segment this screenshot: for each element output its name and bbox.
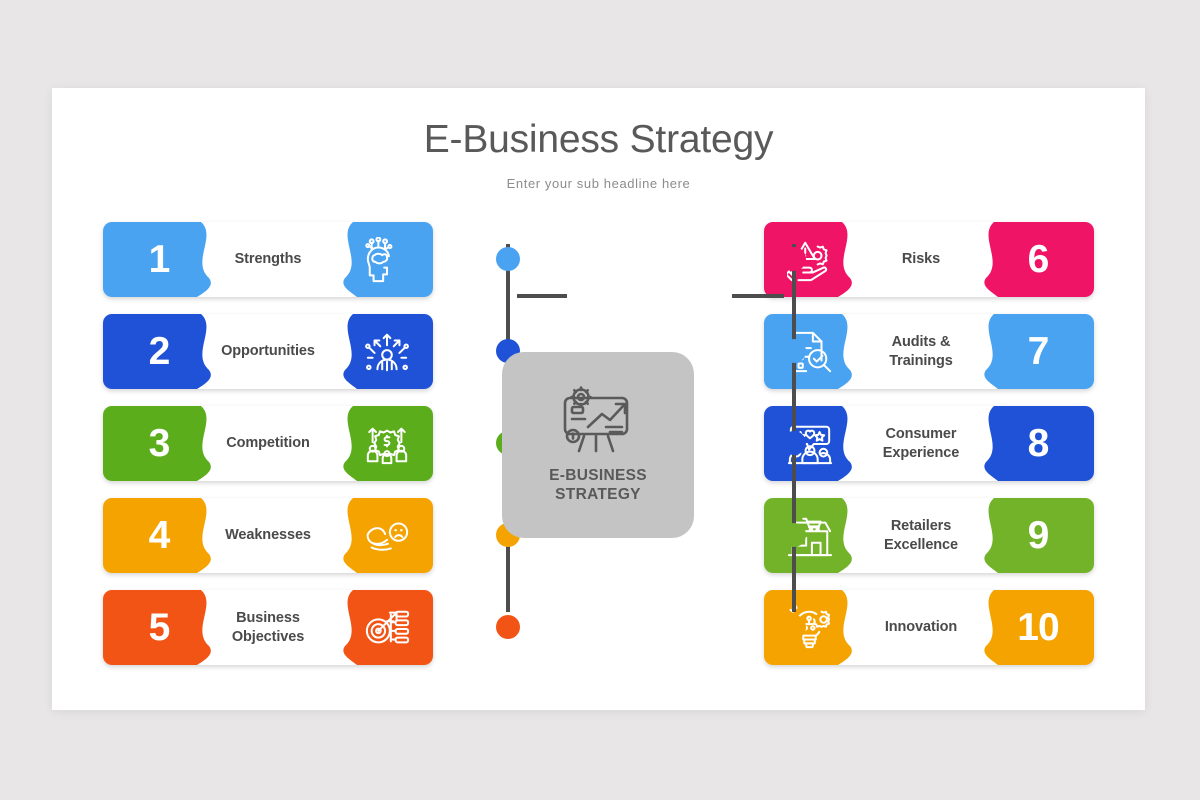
card-number: 9 — [1027, 514, 1050, 557]
right-center-spur — [732, 294, 784, 298]
card-background — [103, 314, 433, 389]
card-item[interactable]: 3 Competition — [103, 406, 433, 481]
left-card-column: 1 Strengths 2 Opportunities 3 Competition 4 Wea… — [103, 222, 433, 682]
card-label: Weaknesses — [225, 527, 311, 544]
card-label: Risks — [901, 251, 941, 268]
right-connector-rail — [779, 222, 809, 666]
card-background — [103, 590, 433, 665]
card-background — [764, 498, 1094, 573]
card-number: 3 — [148, 422, 171, 465]
card-item[interactable]: 7 Audits &Trainings — [764, 314, 1094, 389]
page-subtitle: Enter your sub headline here — [506, 176, 691, 191]
card-number: 10 — [1017, 606, 1059, 649]
connector-dot — [496, 615, 520, 639]
card-item[interactable]: 1 Strengths — [103, 222, 433, 297]
connector-dot — [782, 523, 806, 547]
people-review-bubble-icon — [768, 406, 852, 481]
card-background — [103, 498, 433, 573]
target-checklist-icon — [345, 590, 429, 665]
connector-dot — [782, 431, 806, 455]
money-growth-people-icon — [345, 406, 429, 481]
card-label: Innovation — [884, 619, 958, 636]
right-rail-line — [792, 244, 796, 612]
card-number: 7 — [1027, 330, 1050, 373]
card-item[interactable]: 6 Risks — [764, 222, 1094, 297]
presentation-board-chart-icon — [563, 385, 629, 452]
slide-canvas: E-Business Strategy Enter your sub headl… — [52, 88, 1145, 710]
card-number: 8 — [1027, 422, 1050, 465]
slide-header: E-Business Strategy Enter your sub headl… — [52, 88, 1145, 191]
connector-dot — [782, 615, 806, 639]
card-label: Competition — [226, 435, 310, 452]
card-number: 4 — [148, 514, 171, 557]
center-hub: E-BUSINESS STRATEGY — [502, 352, 694, 538]
card-number: 2 — [148, 330, 171, 373]
connector-dot — [496, 247, 520, 271]
card-label: Audits &Trainings — [889, 334, 953, 369]
card-number: 1 — [148, 238, 171, 281]
card-item[interactable]: 2 Opportunities — [103, 314, 433, 389]
brain-head-icon — [345, 222, 429, 297]
arrows-person-icon — [345, 314, 429, 389]
card-background — [764, 314, 1094, 389]
left-center-spur — [517, 294, 567, 298]
page-title: E-Business Strategy — [423, 118, 774, 161]
connector-dot — [782, 247, 806, 271]
card-item[interactable]: 4 Weaknesses — [103, 498, 433, 573]
card-label: Opportunities — [221, 343, 315, 360]
card-label: Strengths — [234, 251, 302, 268]
center-hub-label: E-BUSINESS STRATEGY — [549, 466, 647, 503]
weak-arm-sad-icon — [345, 498, 429, 573]
card-number: 5 — [148, 606, 171, 649]
card-background — [103, 222, 433, 297]
card-item[interactable]: 10 Innovation — [764, 590, 1094, 665]
card-background — [764, 590, 1094, 665]
connector-dot — [782, 339, 806, 363]
card-number: 6 — [1027, 238, 1050, 281]
